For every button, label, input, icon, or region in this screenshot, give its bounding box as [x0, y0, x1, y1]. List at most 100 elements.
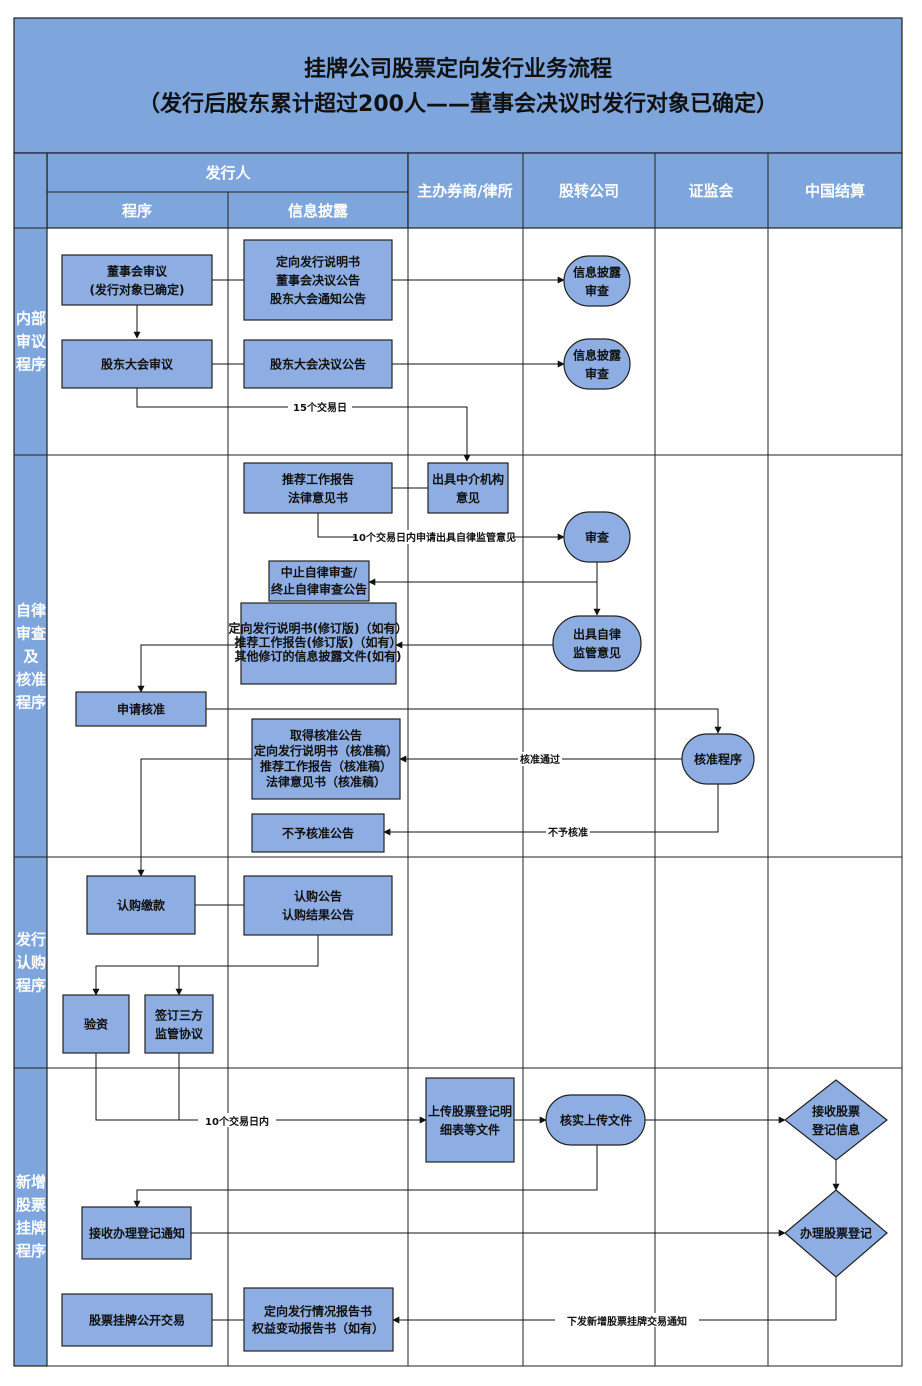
node-text-line: 审议	[16, 333, 47, 351]
node-text-line: 及	[23, 648, 39, 666]
node-public-trading	[61, 1293, 213, 1347]
node-text-line: 程序	[16, 977, 46, 995]
node-tripartite	[144, 994, 214, 1054]
node-self-opinion	[552, 615, 642, 672]
node-label-suspend_review: 中止自律审查/终止自律审查公告	[271, 565, 367, 597]
edge-labels: 15个交易日 10个交易日内申请出具自律监管意见 核准通过 不予核准 10个交易…	[198, 400, 699, 1328]
node-text-line: 认购	[16, 954, 46, 972]
node-text-line: 认购结果公告	[282, 907, 354, 922]
label-not-approved: 不予核准	[548, 826, 588, 839]
node-text-line: 定向发行情况报告书	[264, 1304, 372, 1319]
node-subscribe-notice	[243, 875, 393, 936]
label-notify: 下发新增股票挂牌交易通知	[567, 1315, 687, 1328]
node-label-shareholder_resolution: 股东大会决议公告	[270, 357, 366, 372]
label-10days-apply: 10个交易日内申请出具自律监管意见	[352, 531, 516, 544]
node-text-line: 程序	[16, 694, 46, 712]
node-text-line: 信息披露	[573, 264, 622, 279]
node-text-line: 接收办理登记通知	[89, 1226, 185, 1241]
node-text-line: 接收股票	[812, 1103, 860, 1118]
node-approval-proc	[681, 733, 755, 785]
node-text-line: (发行对象已确定)	[90, 282, 185, 297]
node-revised-docs	[240, 602, 397, 685]
node-text-line: 不予核准公告	[282, 826, 354, 841]
node-label-payment: 认购缴款	[117, 898, 166, 913]
node-text-line: 监管协议	[155, 1026, 204, 1041]
node-label-verify_upload: 核实上传文件	[560, 1113, 632, 1128]
node-board-review	[61, 254, 213, 306]
label-15days: 15个交易日	[293, 401, 347, 414]
node-label-board_review: 董事会审议 (发行对象已确定)	[90, 263, 185, 297]
header-neeq: 股转公司	[559, 182, 619, 200]
node-disclosure-docs1	[243, 239, 393, 321]
node-label-review_node: 审查	[585, 530, 610, 545]
node-text-line: 发行	[15, 931, 46, 949]
node-label-approval_proc: 核准程序	[694, 752, 742, 767]
node-text-line: 审查	[585, 366, 610, 381]
node-text-line: 权益变动报告书（如有）	[251, 1321, 384, 1336]
node-text-line: 审查	[16, 625, 47, 643]
node-text-line: 法律意见书（核准稿）	[266, 774, 386, 789]
node-text-line: 股东大会审议	[101, 357, 174, 372]
node-text-line: 推荐工作报告	[282, 471, 354, 486]
node-label-apply_approval: 申请核准	[117, 702, 165, 717]
node-not-approved-notice	[251, 813, 385, 853]
node-text-line: 申请核准	[117, 702, 165, 717]
node-verify-upload	[545, 1094, 646, 1146]
connectors	[92, 276, 840, 1324]
node-text-line: 取得核准公告	[290, 728, 362, 743]
label-10days: 10个交易日内	[205, 1115, 269, 1128]
node-text-line: 股票	[16, 1196, 46, 1214]
node-text-line: 核准	[16, 671, 46, 689]
node-text-line: 股票挂牌公开交易	[89, 1313, 185, 1328]
node-recommend-report	[243, 462, 393, 514]
node-text-line: 核准程序	[694, 752, 742, 767]
node-text-line: 其他修订的信息披露文件(如有)	[235, 648, 402, 663]
node-label-self_opinion: 出具自律监管意见	[573, 626, 621, 660]
node-text-line: 董事会审议	[107, 263, 168, 278]
header-disclosure: 信息披露	[288, 202, 349, 220]
node-label-shareholder_review: 股东大会审议	[101, 357, 174, 372]
node-label-not_approved_notice: 不予核准公告	[282, 826, 354, 841]
node-label-revised_docs: 定向发行说明书(修订版)（如有）推荐工作报告(修订版)（如有）其他修订的信息披露…	[229, 621, 408, 664]
node-text-line: 审查	[585, 283, 610, 298]
node-issue-report	[243, 1287, 394, 1352]
node-text-line: 意见	[456, 490, 480, 505]
node-text-line: 办理股票登记	[800, 1226, 872, 1241]
node-text-line: 细表等文件	[440, 1122, 500, 1137]
node-text-line: 法律意见书	[288, 490, 348, 505]
node-text-line: 验资	[84, 1017, 108, 1032]
node-upload-docs	[425, 1077, 515, 1163]
node-agency-opinion	[427, 462, 509, 514]
node-shareholder-review	[61, 339, 213, 389]
node-text-line: 登记信息	[811, 1122, 860, 1137]
header-broker: 主办券商/律所	[417, 182, 512, 200]
title-band	[13, 17, 903, 154]
node-label-capital_verify: 验资	[84, 1017, 108, 1032]
node-text-line: 定向发行说明书(修订版)（如有）	[229, 621, 408, 636]
node-apply-approval	[75, 691, 207, 727]
node-do-register	[784, 1189, 888, 1278]
node-receive-notice	[81, 1206, 192, 1260]
node-text-line: 新增	[16, 1173, 46, 1191]
node-text-line: 出具中介机构	[432, 471, 504, 486]
node-text-line: 挂牌	[16, 1219, 46, 1237]
header-procedure: 程序	[122, 202, 152, 220]
node-text-line: 自律	[16, 602, 46, 620]
node-text-line: 签订三方	[154, 1007, 203, 1022]
node-text-line: 推荐工作报告(修订版)（如有）	[235, 634, 402, 649]
node-text-line: 出具自律	[573, 626, 621, 641]
node-text-line: 股东大会通知公告	[270, 291, 366, 306]
node-text-line: 信息披露	[573, 347, 622, 362]
